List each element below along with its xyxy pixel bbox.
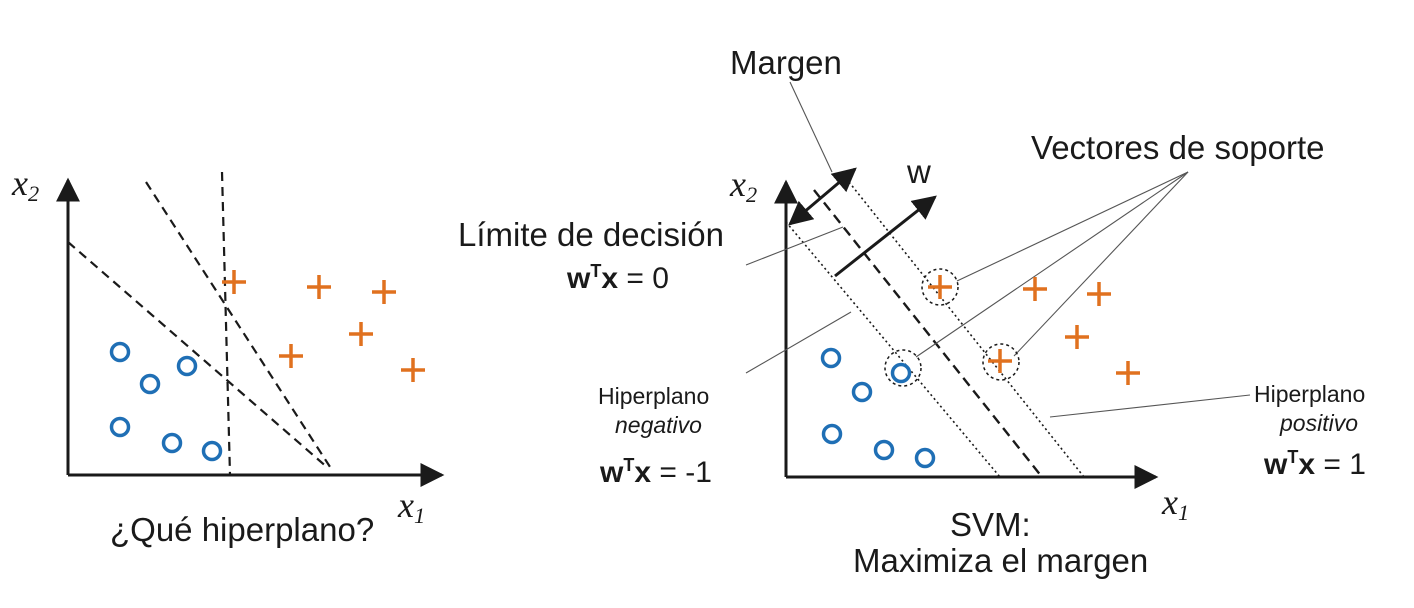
margin-label: Margen bbox=[730, 44, 842, 81]
negative-hyperplane-label: Hiperplano bbox=[598, 383, 710, 409]
negative-leader-line bbox=[745, 311, 852, 374]
decision-leader-line bbox=[745, 226, 844, 266]
positive-point bbox=[928, 275, 952, 299]
svm-caption-subtitle: Maximiza el margen bbox=[853, 542, 1149, 579]
negative-point bbox=[201, 440, 223, 462]
right-negative-points bbox=[820, 347, 936, 469]
positive-hyperplane-sublabel: positivo bbox=[1280, 410, 1358, 436]
positive-point bbox=[307, 275, 331, 299]
right-y-axis-label: x2 bbox=[730, 164, 758, 208]
left-x-axis-label: x1 bbox=[398, 485, 426, 529]
decision-boundary bbox=[813, 189, 1043, 478]
positive-point bbox=[1116, 361, 1140, 385]
w-vector-arrow bbox=[834, 195, 937, 278]
right-positive-points bbox=[928, 275, 1140, 385]
negative-point bbox=[820, 347, 842, 369]
negative-point bbox=[821, 423, 843, 445]
svm-caption-title: SVM: bbox=[950, 506, 1031, 543]
positive-point bbox=[1087, 282, 1111, 306]
negative-point bbox=[109, 416, 131, 438]
left-panel bbox=[56, 171, 445, 487]
left-negative-points bbox=[109, 341, 223, 462]
positive-point bbox=[1065, 325, 1089, 349]
left-candidate-hyperplane-1 bbox=[67, 241, 329, 469]
positive-point bbox=[401, 358, 425, 382]
left-caption: ¿Qué hiperplano? bbox=[110, 511, 375, 548]
positive-point bbox=[1023, 277, 1047, 301]
leader-lines bbox=[745, 81, 1251, 418]
support-vector-ring bbox=[921, 268, 959, 306]
negative-hyperplane-sublabel: negativo bbox=[615, 412, 702, 438]
left-positive-points bbox=[222, 270, 425, 382]
support-leader-line bbox=[915, 171, 1189, 358]
positive-point bbox=[349, 322, 373, 346]
positive-point bbox=[372, 280, 396, 304]
right-x-axis-label: x1 bbox=[1162, 482, 1190, 526]
support-vectors-label: Vectores de soporte bbox=[1031, 129, 1325, 166]
negative-point bbox=[161, 432, 183, 454]
negative-point bbox=[139, 373, 161, 395]
margin-arrow bbox=[788, 167, 857, 226]
negative-point bbox=[109, 341, 131, 363]
support-leader-line bbox=[956, 171, 1189, 282]
positive-hyperplane-equation: wTx = 1 bbox=[1264, 447, 1366, 481]
positive-point bbox=[279, 344, 303, 368]
negative-point bbox=[914, 447, 936, 469]
support-vector-ring bbox=[884, 349, 922, 387]
positive-point bbox=[988, 349, 1012, 373]
negative-point bbox=[851, 381, 873, 403]
margin-leader-line bbox=[789, 81, 833, 173]
support-leader-line bbox=[1013, 171, 1189, 357]
right-panel bbox=[745, 81, 1251, 489]
decision-boundary-label: Límite de decisión bbox=[458, 216, 724, 253]
decision-boundary-equation: wTx = 0 bbox=[567, 261, 669, 295]
left-candidate-hyperplane-3 bbox=[220, 171, 232, 476]
negative-point bbox=[890, 362, 912, 384]
positive-hyperplane-label: Hiperplano bbox=[1254, 381, 1366, 407]
positive-hyperplane bbox=[848, 181, 1085, 478]
positive-point bbox=[222, 270, 246, 294]
negative-point bbox=[176, 355, 198, 377]
left-candidate-hyperplane-2 bbox=[145, 181, 333, 471]
w-vector-label: w bbox=[907, 153, 931, 190]
negative-hyperplane-equation: wTx = -1 bbox=[600, 455, 712, 489]
negative-hyperplane bbox=[785, 221, 1001, 478]
support-vector-ring bbox=[982, 343, 1020, 381]
positive-leader-line bbox=[1049, 394, 1251, 418]
negative-point bbox=[873, 439, 895, 461]
left-y-axis-label: x2 bbox=[12, 163, 40, 207]
support-vector-rings bbox=[884, 268, 1020, 387]
